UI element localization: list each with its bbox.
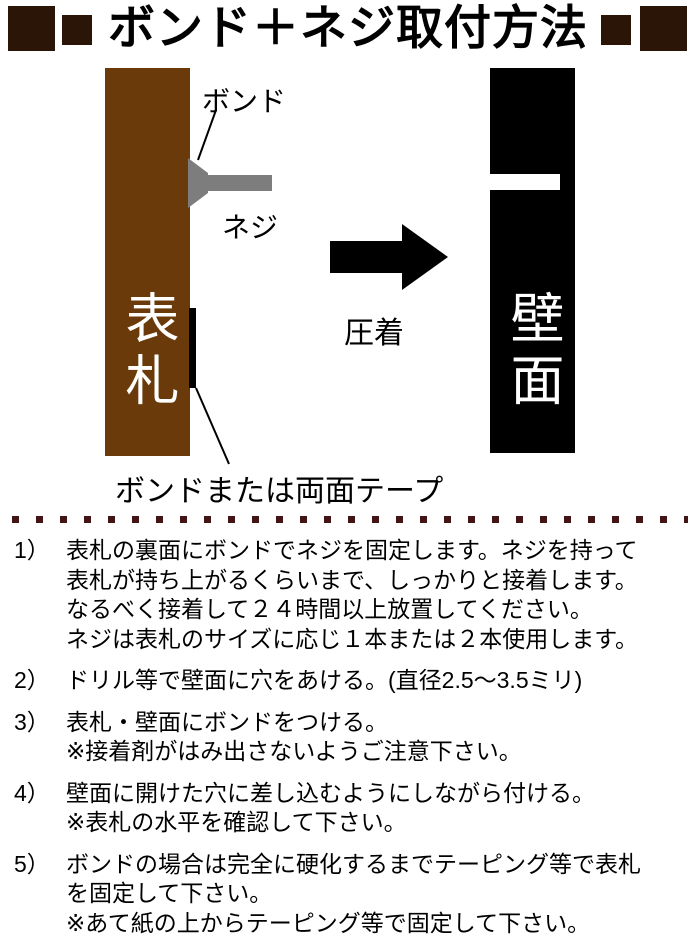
- instruction-list: 1） 表札の裏面にボンドでネジを固定します。ネジを持って 表札が持ち上がるくらい…: [14, 536, 690, 950]
- instruction-step-1: 1） 表札の裏面にボンドでネジを固定します。ネジを持って 表札が持ち上がるくらい…: [14, 536, 690, 654]
- attachment-diagram: 表札 ボンド ネジ 圧着 壁面 ボンドまたは両面テープ: [0, 58, 700, 518]
- step-line: 表札・壁面にボンドをつける。: [66, 708, 388, 735]
- step-number: 4）: [14, 779, 50, 806]
- screw-shaft-icon: [206, 175, 272, 191]
- tape-label: ボンドまたは両面テープ: [115, 475, 444, 508]
- step-text: ボンドの場合は完全に硬化するまでテーピング等で表札 を固定して下さい。 ※あて紙…: [66, 850, 690, 939]
- arrow-right-head-icon: [402, 224, 448, 290]
- step-line: 表札の裏面にボンドでネジを固定します。ネジを持って: [66, 537, 638, 563]
- decor-square-icon: [601, 15, 631, 45]
- screw-label: ネジ: [222, 212, 279, 243]
- decor-square-icon: [62, 15, 92, 45]
- step-line: ※あて紙の上からテーピング等で固定して下さい。: [66, 909, 591, 936]
- step-line: を固定して下さい。: [66, 880, 273, 906]
- decor-square-icon: [640, 6, 687, 51]
- step-text: 表札の裏面にボンドでネジを固定します。ネジを持って 表札が持ち上がるくらいまで、…: [66, 536, 690, 654]
- page-title: ボンド＋ネジ取付方法: [108, 1, 588, 54]
- step-line: ※表札の水平を確認して下さい。: [66, 809, 407, 835]
- nameplate-label: 表札: [117, 290, 177, 414]
- leader-line-tape: [195, 387, 230, 465]
- step-text: 表札・壁面にボンドをつける。 ※接着剤がはみ出さないようご注意下さい。: [66, 708, 690, 767]
- decor-square-icon: [8, 6, 55, 51]
- wall-shape: [490, 68, 575, 453]
- step-line: ※接着剤がはみ出さないようご注意下さい。: [66, 738, 522, 764]
- step-number: 5）: [14, 850, 50, 877]
- step-line: 壁面に開けた穴に差し込むようにしながら付ける。: [66, 779, 595, 806]
- nameplate-shape: [105, 68, 190, 456]
- press-label: 圧着: [344, 317, 404, 350]
- step-text: ドリル等で壁面に穴をあける。(直径2.5〜3.5ミリ): [66, 666, 690, 696]
- wall-label: 壁面: [502, 290, 562, 414]
- step-number: 3）: [14, 708, 50, 735]
- screw-icon: [188, 158, 208, 208]
- header: ボンド＋ネジ取付方法: [0, 0, 700, 58]
- instruction-step-5: 5） ボンドの場合は完全に硬化するまでテーピング等で表札 を固定して下さい。 ※…: [14, 850, 690, 939]
- step-number: 2）: [14, 667, 50, 693]
- step-line: なるべく接着して２４時間以上放置してください。: [66, 596, 593, 622]
- step-line: ドリル等で壁面に穴をあける。(直径2.5〜3.5ミリ): [66, 667, 583, 693]
- wall-slot-icon: [490, 174, 560, 190]
- dotted-divider: [12, 516, 688, 523]
- instruction-step-3: 3） 表札・壁面にボンドをつける。 ※接着剤がはみ出さないようご注意下さい。: [14, 708, 690, 767]
- bond-label: ボンド: [202, 86, 287, 117]
- step-line: 表札が持ち上がるくらいまで、しっかりと接着します。: [66, 566, 638, 593]
- instruction-step-4: 4） 壁面に開けた穴に差し込むようにしながら付ける。 ※表札の水平を確認して下さ…: [14, 779, 690, 838]
- arrow-right-icon: [330, 241, 403, 273]
- instruction-step-2: 2） ドリル等で壁面に穴をあける。(直径2.5〜3.5ミリ): [14, 666, 690, 696]
- step-number: 1）: [14, 537, 50, 563]
- tape-strip-icon: [189, 308, 196, 388]
- step-line: ボンドの場合は完全に硬化するまでテーピング等で表札: [66, 850, 641, 877]
- step-line: ネジは表札のサイズに応じ１本または２本使用します。: [66, 625, 639, 652]
- step-text: 壁面に開けた穴に差し込むようにしながら付ける。 ※表札の水平を確認して下さい。: [66, 779, 690, 838]
